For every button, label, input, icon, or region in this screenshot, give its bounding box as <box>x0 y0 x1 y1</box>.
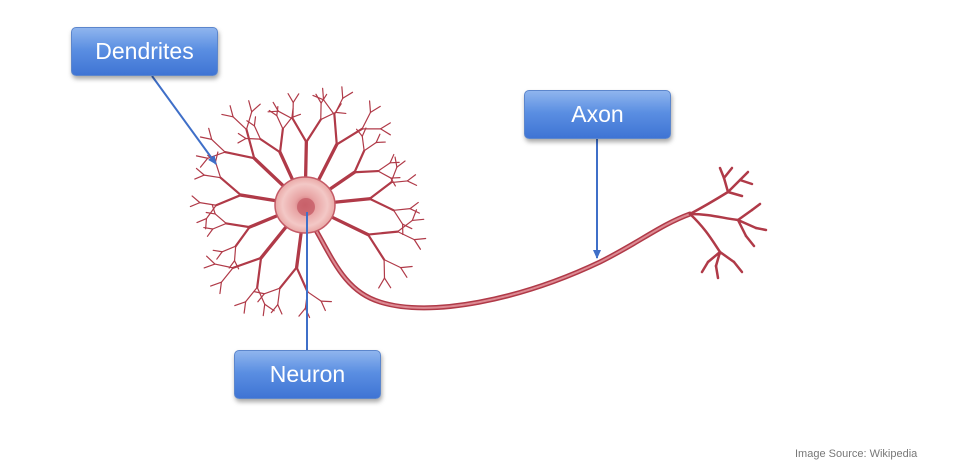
dendrites-label: Dendrites <box>71 27 218 76</box>
axon-label: Axon <box>524 90 671 139</box>
axon-terminal <box>690 168 766 278</box>
cell-body <box>275 177 335 233</box>
axon-label-text: Axon <box>571 101 623 128</box>
neuron-label-text: Neuron <box>270 361 345 388</box>
axon-shape <box>305 212 690 308</box>
neuron-label: Neuron <box>234 350 381 399</box>
image-credit: Image Source: Wikipedia <box>795 448 917 460</box>
dendrites-arrow <box>152 76 216 164</box>
dendrites-label-text: Dendrites <box>95 38 193 65</box>
